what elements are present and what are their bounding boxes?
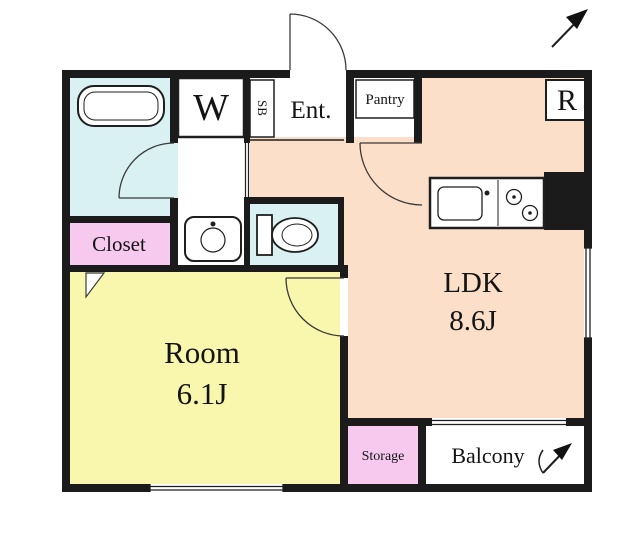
wall-bottom-right: [283, 484, 592, 492]
toilet-tank: [256, 214, 273, 256]
wall-bottom-left: [62, 484, 150, 492]
toilet-seat-line: [281, 223, 313, 247]
balcony-compass-tail: [538, 449, 544, 474]
entrance-label: Ent.: [291, 97, 332, 124]
washbasin-faucet-dot: [210, 221, 216, 227]
closet-door-mark: [85, 272, 106, 299]
storage-label: Storage: [362, 449, 405, 464]
ldk-door-swing: [359, 142, 423, 206]
balcony-compass-icon: [538, 443, 572, 474]
washroom-sliding-door: [244, 143, 250, 197]
shoe-box-label: SB: [255, 100, 270, 116]
wall-room-right-lower: [340, 336, 348, 492]
stove-burner-1-dot: [512, 195, 516, 199]
wall-room-top: [62, 265, 348, 272]
washer-label: W: [193, 87, 229, 129]
bedroom-floor: [70, 272, 340, 484]
refrigerator-box: [545, 79, 589, 121]
shoe-box: [249, 79, 275, 138]
kitchen-faucet-dot: [484, 190, 490, 196]
wall-right-lower: [584, 338, 592, 492]
balcony-label: Balcony: [451, 443, 524, 468]
wall-ldk-balcony-left: [348, 418, 432, 426]
wall-room-right-upper: [340, 265, 348, 278]
wall-pantry-ldk: [414, 70, 422, 143]
wall-ldk-balcony-right: [566, 418, 592, 426]
north-arrow-icon: [551, 9, 588, 48]
wall-bath-closet: [62, 216, 178, 223]
pantry-label: Pantry: [365, 92, 405, 108]
north-arrow-head: [566, 9, 588, 29]
wall-toilet-right: [338, 197, 344, 272]
wall-ent-pantry: [346, 70, 354, 143]
refrigerator-label: R: [557, 84, 577, 117]
closet-label: Closet: [92, 232, 146, 256]
kitchen-sink-icon: [437, 186, 483, 221]
wall-toilet-left: [244, 197, 250, 265]
bathtub-inner-line: [83, 91, 159, 121]
balcony-compass-head: [553, 443, 572, 460]
ldk-floor: [250, 78, 584, 418]
window-ldk-right: [584, 247, 592, 339]
wall-bath-right-upper: [170, 70, 178, 143]
window-room-bottom: [149, 484, 284, 492]
ldk-area-label: 8.6J: [449, 305, 497, 337]
wall-bath-right-lower: [170, 198, 178, 272]
wall-storage-balcony: [418, 426, 426, 484]
wall-left: [62, 70, 70, 492]
wall-right-upper: [584, 70, 592, 248]
bedroom-label: Room: [164, 335, 240, 370]
storage-floor: [348, 426, 418, 484]
wall-wash-right: [244, 70, 250, 143]
entrance-door-swing: [289, 13, 347, 71]
wall-toilet-top: [244, 197, 344, 204]
washbasin-bowl: [200, 227, 226, 253]
bedroom-area-label: 6.1J: [177, 376, 228, 411]
window-balcony-slider: [432, 419, 566, 426]
wall-top-right: [346, 70, 592, 78]
ldk-label: LDK: [443, 267, 503, 299]
bathroom-door-swing: [118, 142, 175, 199]
pantry-box: [355, 79, 415, 119]
stove-burner-2-dot: [528, 211, 532, 215]
bedroom-door-swing: [285, 277, 345, 337]
kitchen-pillar: [544, 172, 592, 230]
closet-floor: [70, 223, 170, 265]
